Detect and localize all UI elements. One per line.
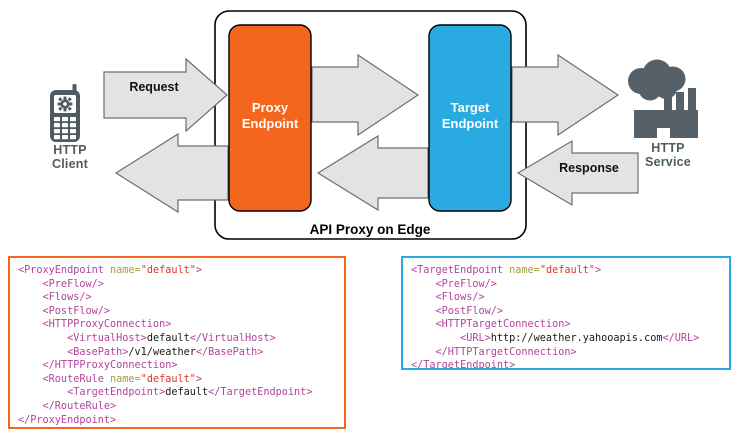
code-token-val: "default" xyxy=(539,265,596,276)
code-line: </HTTPTargetConnection> xyxy=(411,346,721,360)
code-line: <Flows/> xyxy=(411,291,721,305)
target-to-proxy-arrow xyxy=(316,134,429,212)
target-endpoint-box xyxy=(428,24,512,212)
api-proxy-container-title: API Proxy on Edge xyxy=(309,222,431,237)
code-token-tag: <PreFlow/> xyxy=(411,278,497,290)
code-token-tag: <PreFlow/> xyxy=(18,278,104,290)
code-token-att: name= xyxy=(110,373,141,385)
code-token-tag: <PostFlow/> xyxy=(18,305,111,317)
code-token-tag: <RouteRule xyxy=(18,373,111,385)
proxy-endpoint-label-line2: Endpoint xyxy=(241,116,299,131)
code-token-txt: default xyxy=(165,387,209,399)
code-line: <PostFlow/> xyxy=(411,305,721,319)
response-arrow xyxy=(516,139,639,207)
code-line: <BasePath>/v1/weather</BasePath> xyxy=(18,346,336,360)
mobile-phone-gear-icon xyxy=(50,84,80,142)
proxy-endpoint-label: Proxy Endpoint xyxy=(225,100,315,132)
code-line: <PostFlow/> xyxy=(18,305,336,319)
code-line: <TargetEndpoint>default</TargetEndpoint> xyxy=(18,386,336,400)
architecture-diagram: Proxy Endpoint Target Endpoint HTTP Clie… xyxy=(20,10,718,240)
code-token-tag: </URL> xyxy=(662,332,700,344)
code-line: </RouteRule> xyxy=(18,400,336,414)
proxy-endpoint-label-line1: Proxy xyxy=(251,100,289,115)
code-line: <HTTPTargetConnection> xyxy=(411,318,721,332)
code-line: </HTTPProxyConnection> xyxy=(18,359,336,373)
code-line: <TargetEndpoint name="default"> xyxy=(411,264,721,278)
proxy-to-target-arrow xyxy=(311,53,420,137)
code-token-tag: <TargetEndpoint xyxy=(411,265,510,276)
code-line: <PreFlow/> xyxy=(411,278,721,292)
code-token-tag: <HTTPTargetConnection> xyxy=(411,319,571,331)
factory-cloud-icon xyxy=(628,59,698,138)
code-token-tag: > xyxy=(195,265,203,276)
code-line: <VirtualHost>default</VirtualHost> xyxy=(18,332,336,346)
http-service-label-line1: HTTP xyxy=(651,141,685,155)
code-token-tag: <URL> xyxy=(411,332,491,344)
code-token-val: "default" xyxy=(140,373,196,385)
code-line: <URL>http://weather.yahooapis.com</URL> xyxy=(411,332,721,346)
code-line: <ProxyEndpoint name="default"> xyxy=(18,264,336,278)
response-arrow-label: Response xyxy=(559,161,619,175)
target-endpoint-label-line2: Endpoint xyxy=(441,116,499,131)
code-line: <PreFlow/> xyxy=(18,278,336,292)
code-token-tag: <BasePath> xyxy=(18,346,129,358)
code-token-tag: </HTTPProxyConnection> xyxy=(18,360,178,372)
code-token-tag: </HTTPTargetConnection> xyxy=(411,346,577,358)
http-client-label-line2: Client xyxy=(52,157,88,171)
code-token-txt: default xyxy=(146,332,190,344)
code-token-tag: > xyxy=(595,265,602,276)
target-endpoint-code-block: <TargetEndpoint name="default"> <PreFlow… xyxy=(401,256,731,370)
code-token-txt: /v1/weather xyxy=(128,346,196,358)
request-arrow xyxy=(103,57,228,133)
http-service-label-line2: Service xyxy=(645,155,691,169)
target-to-service-arrow xyxy=(511,53,620,137)
target-endpoint-label-line1: Target xyxy=(450,100,490,115)
code-token-tag: </ProxyEndpoint> xyxy=(18,414,117,426)
code-line: <RouteRule name="default"> xyxy=(18,373,336,387)
code-token-tag: > xyxy=(195,373,203,385)
code-token-tag: </BasePath> xyxy=(195,346,264,358)
code-line: <Flows/> xyxy=(18,291,336,305)
code-line: </ProxyEndpoint> xyxy=(18,414,336,427)
request-arrow-label: Request xyxy=(129,80,179,94)
code-token-tag: </RouteRule> xyxy=(18,400,117,412)
code-line: </TargetEndpoint> xyxy=(411,359,721,370)
code-token-val: "default" xyxy=(140,265,196,276)
http-service-label: HTTP Service xyxy=(618,141,718,169)
code-token-tag: <Flows/> xyxy=(18,292,92,304)
code-token-tag: <HTTPProxyConnection> xyxy=(18,319,172,331)
arrow-group xyxy=(103,53,639,214)
proxy-endpoint-box xyxy=(228,24,312,212)
http-client-label-line1: HTTP xyxy=(53,143,87,157)
code-token-txt: http://weather.yahooapis.com xyxy=(490,332,663,344)
code-token-tag: </VirtualHost> xyxy=(189,332,276,344)
proxy-endpoint-code-block: <ProxyEndpoint name="default"> <PreFlow/… xyxy=(8,256,346,429)
code-token-tag: <Flows/> xyxy=(411,292,485,304)
proxy-to-client-arrow xyxy=(114,132,229,214)
code-token-tag: </TargetEndpoint> xyxy=(411,360,516,370)
code-line: <HTTPProxyConnection> xyxy=(18,318,336,332)
http-client-label: HTTP Client xyxy=(20,143,120,171)
code-token-tag: <ProxyEndpoint xyxy=(18,265,111,276)
code-token-tag: <TargetEndpoint> xyxy=(18,387,166,399)
target-endpoint-label: Target Endpoint xyxy=(425,100,515,132)
code-token-tag: <VirtualHost> xyxy=(18,332,147,344)
code-token-tag: </TargetEndpoint> xyxy=(208,387,313,399)
code-token-att: name= xyxy=(509,265,540,276)
code-token-tag: <PostFlow/> xyxy=(411,305,504,317)
code-token-att: name= xyxy=(110,265,141,276)
